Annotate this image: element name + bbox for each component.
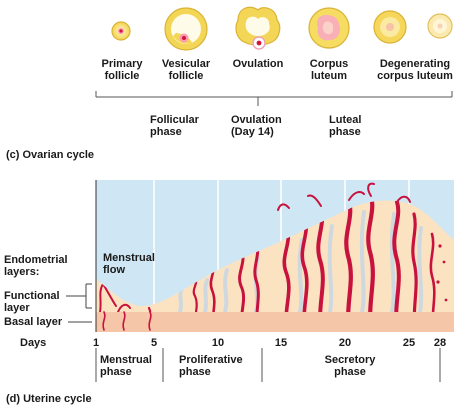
degenerating-corpus-luteum-icon	[373, 10, 407, 44]
stage-label-line1: Corpus	[309, 58, 349, 70]
phase-label-line1: Ovulation	[231, 114, 282, 126]
layer-pointers	[66, 283, 92, 323]
phase-label-ovulation: Ovulation (Day 14)	[231, 114, 282, 138]
stage-label-line1: Vesicular	[161, 58, 211, 70]
stage-label-vesicular-follicle: Vesicular follicle	[157, 58, 215, 82]
phase-label-follicular: Follicular phase	[150, 114, 199, 138]
phase-label-line2: (Day 14)	[231, 126, 274, 138]
stage-label-line2: corpus luteum	[377, 70, 453, 82]
basal-layer-band	[96, 312, 454, 332]
phase-label-line2: phase	[329, 126, 361, 138]
primary-follicle-icon	[111, 21, 131, 41]
day-tick-label: 15	[274, 337, 288, 349]
day-tick-label: 25	[402, 337, 416, 349]
phase-label-line1: Proliferative	[179, 354, 243, 366]
stage-label-corpus-luteum: Corpus luteum	[302, 58, 356, 82]
stage-label-ovulation: Ovulation	[228, 58, 288, 70]
functional-label-line2: layer	[4, 302, 30, 314]
phase-label-line2: phase	[334, 366, 366, 378]
menstrual-flow-label: Menstrual flow	[103, 252, 155, 276]
menstrual-flow-line1: Menstrual	[103, 252, 155, 264]
vesicular-follicle-icon	[164, 7, 208, 51]
ovulation-icon	[235, 6, 281, 50]
phase-label-line1: Luteal	[329, 114, 362, 126]
stage-label-line2: luteum	[310, 70, 348, 82]
stage-label-line2: follicle	[168, 70, 204, 82]
uterine-chart	[96, 180, 454, 332]
day-tick-label: 20	[338, 337, 352, 349]
uterine-cycle-caption: (d) Uterine cycle	[6, 393, 92, 405]
stage-label-line1: Ovulation	[232, 58, 284, 70]
corpus-luteum-icon	[308, 7, 350, 49]
phase-label-line2: phase	[100, 366, 132, 378]
days-axis-label: Days	[20, 337, 47, 349]
functional-layer-label: Functional layer	[4, 290, 60, 314]
phase-label-line1: Menstrual	[100, 354, 152, 366]
day-tick-label: 10	[211, 337, 225, 349]
functional-label-line1: Functional	[4, 290, 60, 302]
uterine-phase-bracket	[95, 348, 441, 382]
endometrial-layers-title: Endometrial layers:	[4, 254, 68, 278]
phase-label-line1: Secretory	[324, 354, 376, 366]
day-tick-label: 28	[433, 337, 447, 349]
stage-label-line2: follicle	[104, 70, 140, 82]
ovarian-cycle-caption: (c) Ovarian cycle	[6, 149, 95, 161]
day-tick-label: 5	[150, 337, 158, 349]
day-tick-label: 1	[92, 337, 100, 349]
ovarian-timeline-bracket	[95, 91, 453, 106]
menstrual-flow-line2: flow	[103, 264, 125, 276]
regressed-corpus-luteum-icon	[427, 13, 453, 39]
phase-label-menstrual: Menstrual phase	[100, 354, 152, 378]
endometrial-title-line1: Endometrial	[4, 254, 68, 266]
stage-label-degenerating-corpus-luteum: Degenerating corpus luteum	[368, 58, 462, 82]
basal-layer-label: Basal layer	[4, 316, 63, 328]
phase-label-secretory: Secretory phase	[310, 354, 390, 378]
stage-label-primary-follicle: Primary follicle	[96, 58, 148, 82]
phase-label-proliferative: Proliferative phase	[179, 354, 243, 378]
phase-label-line2: phase	[150, 126, 182, 138]
phase-label-line1: Follicular	[150, 114, 199, 126]
stage-label-line1: Degenerating	[379, 58, 451, 70]
phase-label-line2: phase	[179, 366, 211, 378]
stage-label-line1: Primary	[101, 58, 143, 70]
endometrial-title-line2: layers:	[4, 266, 40, 278]
phase-label-luteal: Luteal phase	[329, 114, 361, 138]
